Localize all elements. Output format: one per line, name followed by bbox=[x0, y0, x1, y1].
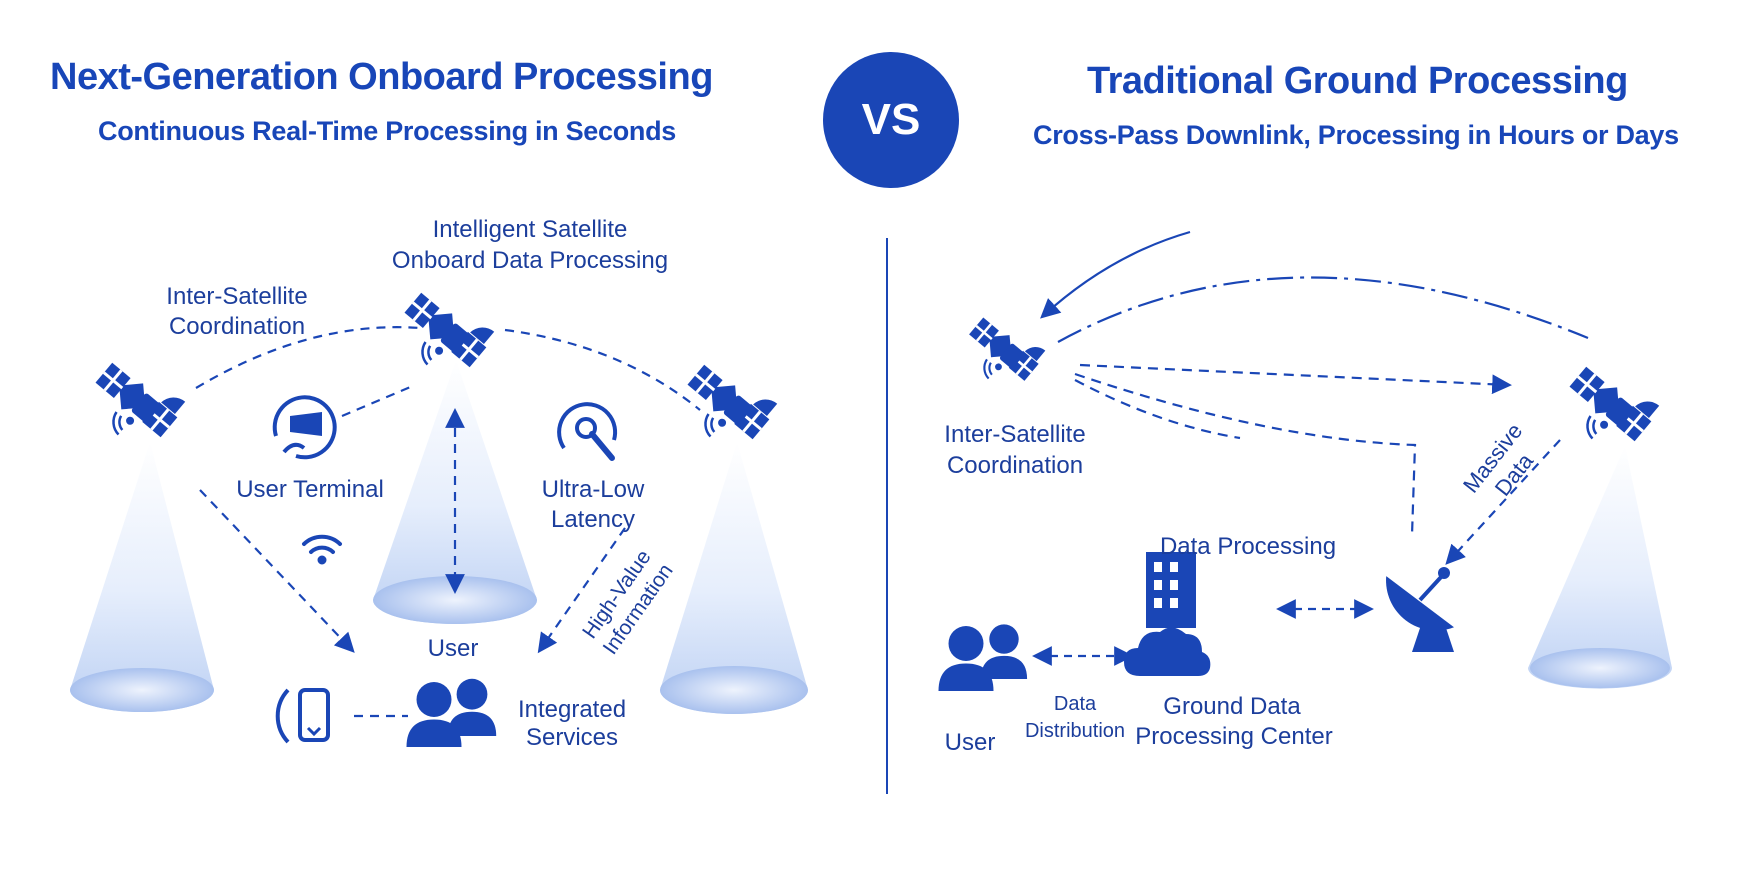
label-user-terminal: User Terminal bbox=[236, 476, 384, 503]
label-inter-satellite: Inter-Satellite bbox=[166, 283, 307, 310]
satellite-icon bbox=[387, 278, 499, 388]
users-group-icon bbox=[938, 624, 1028, 691]
satellite-icon bbox=[670, 350, 782, 460]
vs-badge: VS bbox=[823, 52, 959, 188]
left-title: Next-Generation Onboard Processing bbox=[50, 56, 713, 98]
panel-divider bbox=[886, 238, 888, 794]
label-intelligent-satellite: Intelligent Satellite bbox=[433, 216, 628, 243]
satellite-icon bbox=[1552, 352, 1664, 462]
link-terminal bbox=[341, 383, 416, 418]
cloud-icon bbox=[1124, 627, 1211, 676]
arc-top bbox=[1057, 276, 1589, 343]
link-dashed-curve bbox=[1074, 379, 1241, 440]
beam-right-footprint bbox=[660, 666, 808, 714]
arrow-massive-data bbox=[1445, 439, 1561, 565]
satellite-icon bbox=[78, 348, 190, 458]
label-coordination-right: Coordination bbox=[947, 452, 1083, 479]
label-onboard-processing: Onboard Data Processing bbox=[392, 247, 668, 274]
label-data-distribution-1: Data bbox=[1054, 693, 1097, 715]
user-terminal-icon bbox=[272, 395, 337, 460]
link-to-ground bbox=[1074, 372, 1417, 536]
link-sat2-sat3 bbox=[504, 328, 701, 411]
beam-right bbox=[660, 442, 808, 714]
link-sat1-sat2 bbox=[195, 326, 421, 389]
right-links bbox=[1032, 230, 1589, 666]
label-coordination: Coordination bbox=[169, 313, 305, 340]
label-services: Services bbox=[526, 724, 618, 751]
building-icon bbox=[1146, 552, 1196, 628]
latency-gauge-icon bbox=[557, 402, 618, 461]
left-links bbox=[195, 326, 701, 718]
arc-return bbox=[1040, 230, 1191, 319]
right-title: Traditional Ground Processing bbox=[1087, 60, 1628, 102]
label-user-right: User bbox=[945, 729, 996, 756]
right-beams bbox=[1528, 446, 1672, 689]
label-processing-center: Processing Center bbox=[1135, 723, 1332, 750]
label-inter-satellite-right: Inter-Satellite bbox=[944, 421, 1085, 448]
label-ground-data: Ground Data bbox=[1163, 693, 1301, 720]
beam-far-right-footprint bbox=[1530, 648, 1670, 688]
arrow-sat1-user bbox=[199, 489, 355, 653]
phone-icon bbox=[275, 688, 330, 744]
label-data-distribution-2: Distribution bbox=[1025, 720, 1125, 742]
label-data-processing: Data Processing bbox=[1160, 533, 1336, 560]
wifi-icon bbox=[302, 534, 342, 565]
users-group-icon bbox=[406, 678, 497, 747]
beam-left-footprint bbox=[70, 668, 214, 712]
right-subtitle: Cross-Pass Downlink, Processing in Hours… bbox=[1033, 120, 1679, 150]
label-integrated: Integrated bbox=[518, 696, 626, 723]
label-latency: Latency bbox=[551, 506, 635, 533]
beam-left bbox=[70, 442, 214, 712]
beam-center-footprint bbox=[373, 576, 537, 624]
left-subtitle: Continuous Real-Time Processing in Secon… bbox=[98, 116, 677, 146]
label-user: User bbox=[428, 635, 479, 662]
satellite-icon bbox=[954, 305, 1049, 399]
arrow-to-sat bbox=[1079, 363, 1512, 395]
beam-far-right bbox=[1528, 446, 1672, 689]
arrow-highvalue bbox=[537, 527, 626, 654]
ground-station-icon bbox=[1386, 567, 1455, 652]
label-ultra-low: Ultra-Low bbox=[542, 476, 645, 503]
